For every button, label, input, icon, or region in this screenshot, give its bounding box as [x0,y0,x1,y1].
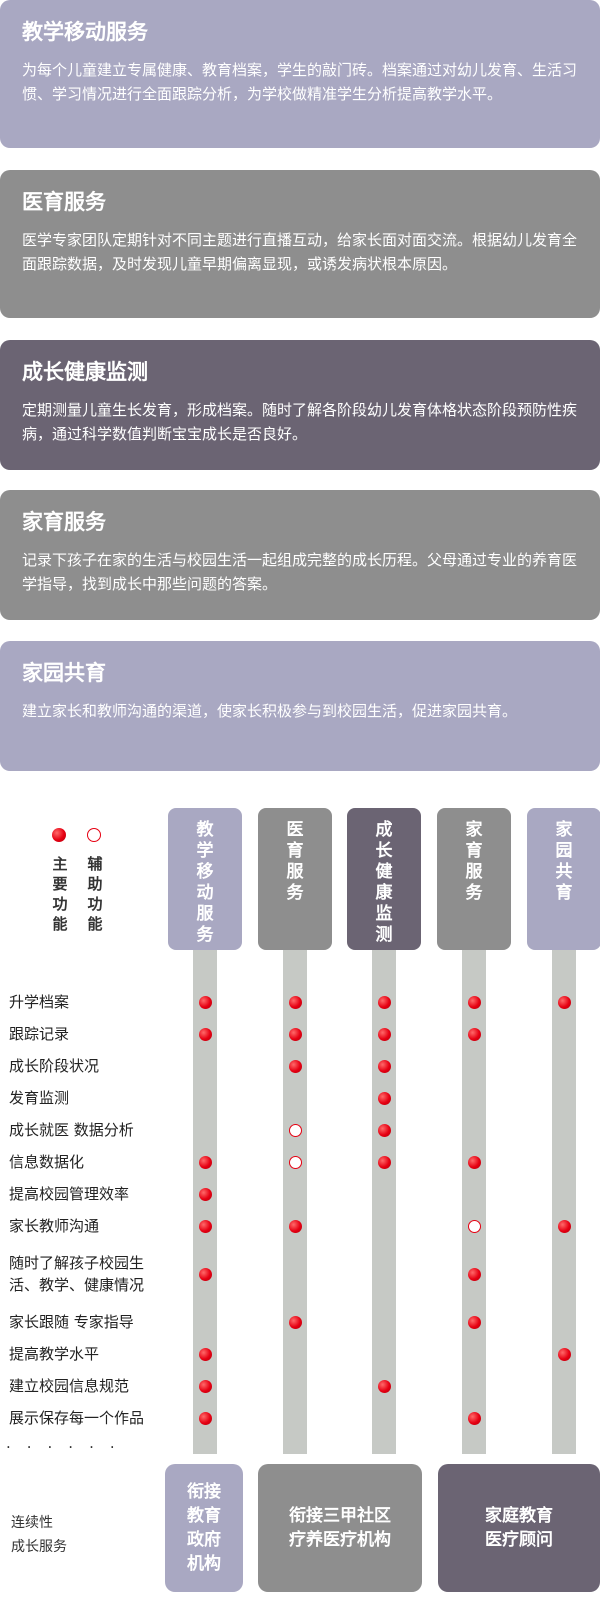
primary-mark [198,995,212,1009]
column-bar-medical [283,948,307,1454]
row-label: 建立校园信息规范 [9,1377,130,1395]
auxiliary-mark [288,1155,302,1169]
row-label: 成长就医 数据分析 [9,1121,134,1139]
column-bar-family [462,948,486,1454]
service-title: 医育服务 [22,190,106,214]
row-label: 提高教学水平 [9,1345,100,1363]
legend-auxiliary-label: 辅助功能 [87,855,103,933]
primary-mark [467,1267,481,1281]
column-header-growth: 成长健康监测 [347,808,421,950]
row-label: 信息数据化 [9,1153,85,1171]
legend-auxiliary-marker [87,828,101,842]
legend-primary-label: 主要功能 [52,855,68,933]
primary-mark [288,1027,302,1041]
row-label: 家长教师沟通 [9,1217,100,1235]
column-bar-teaching [193,948,217,1454]
service-description: 为每个儿童建立专属健康、教育档案，学生的敲门砖。档案通过对幼儿发育、生活习惯、学… [22,61,578,103]
primary-mark [198,1347,212,1361]
primary-mark [467,1411,481,1425]
service-description: 记录下孩子在家的生活与校园生活一起组成完整的成长历程。父母通过专业的养育医学指导… [22,551,578,593]
row-label: 随时了解孩子校园生活、教学、健康情况 [9,1254,145,1294]
feature-matrix: 主要功能 辅助功能 教学移动服务医育服务成长健康监测家育服务家园共育升学档案跟踪记录… [0,808,600,1599]
primary-mark [557,995,571,1009]
column-header-coeducation: 家园共育 [527,808,600,950]
primary-mark [198,1187,212,1201]
primary-mark [377,1123,391,1137]
row-label: 发育监测 [9,1089,70,1107]
primary-mark [198,1379,212,1393]
primary-mark [288,995,302,1009]
column-header-teaching: 教学移动服务 [168,808,242,950]
row-label: 提高校园管理效率 [9,1185,130,1203]
service-description: 建立家长和教师沟通的渠道，使家长积极参与到校园生活，促进家园共育。 [22,702,518,720]
primary-mark [377,1155,391,1169]
primary-mark [377,1091,391,1105]
service-card-growth: 成长健康监测 定期测量儿童生长发育，形成档案。随时了解各阶段幼儿发育体格状态阶段… [0,340,600,470]
primary-mark [377,1059,391,1073]
service-card-family: 家育服务 记录下孩子在家的生活与校园生活一起组成完整的成长历程。父母通过专业的养… [0,490,600,620]
service-card-teaching: 教学移动服务 为每个儿童建立专属健康、教育档案，学生的敲门砖。档案通过对幼儿发育… [0,0,600,148]
primary-mark [288,1219,302,1233]
primary-mark [377,995,391,1009]
footer-box-medical: 衔接三甲社区疗养医疗机构 [258,1464,422,1592]
auxiliary-mark [288,1123,302,1137]
footer-box-government: 衔接教育政府机构 [165,1464,243,1592]
primary-mark [198,1027,212,1041]
primary-mark [557,1219,571,1233]
primary-mark [467,1155,481,1169]
primary-mark [198,1155,212,1169]
row-label: 成长阶段状况 [9,1057,100,1075]
auxiliary-mark [467,1219,481,1233]
service-card-medical: 医育服务 医学专家团队定期针对不同主题进行直播互动，给家长面对面交流。根据幼儿发… [0,170,600,318]
primary-mark [467,1027,481,1041]
primary-mark [288,1315,302,1329]
primary-mark [467,1315,481,1329]
service-title: 家园共育 [22,661,106,685]
service-description: 医学专家团队定期针对不同主题进行直播互动，给家长面对面交流。根据幼儿发育全面跟踪… [22,231,578,273]
footer-box-family: 家庭教育医疗顾问 [438,1464,600,1592]
column-header-family: 家育服务 [437,808,511,950]
primary-mark [377,1379,391,1393]
service-title: 教学移动服务 [22,20,148,44]
service-title: 家育服务 [22,510,106,534]
legend-primary-marker [52,828,66,842]
column-header-medical: 医育服务 [258,808,332,950]
primary-mark [557,1347,571,1361]
primary-mark [198,1219,212,1233]
row-label: 升学档案 [9,993,70,1011]
service-description: 定期测量儿童生长发育，形成档案。随时了解各阶段幼儿发育体格状态阶段预防性疾病，通… [22,401,578,443]
primary-mark [198,1267,212,1281]
service-title: 成长健康监测 [22,360,148,384]
row-label: 跟踪记录 [9,1025,70,1043]
service-card-coeducation: 家园共育 建立家长和教师沟通的渠道，使家长积极参与到校园生活，促进家园共育。 [0,641,600,771]
row-label: 展示保存每一个作品 [9,1409,145,1427]
column-bar-growth [372,948,396,1454]
primary-mark [377,1027,391,1041]
primary-mark [288,1059,302,1073]
column-bar-coeducation [552,948,576,1454]
row-label: 家长跟随 专家指导 [9,1313,134,1331]
ellipsis: ...... [6,1434,131,1452]
primary-mark [467,995,481,1009]
continuous-service-label: 连续性成长服务 [11,1515,67,1555]
primary-mark [198,1411,212,1425]
